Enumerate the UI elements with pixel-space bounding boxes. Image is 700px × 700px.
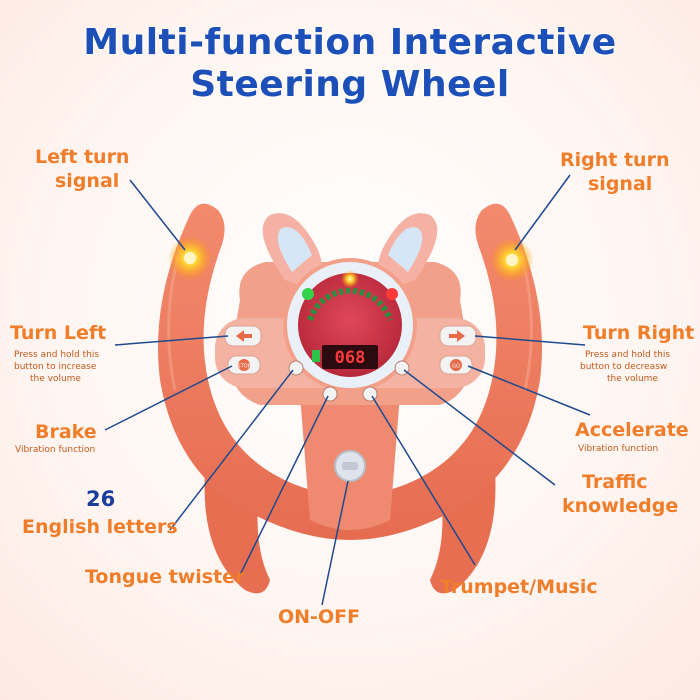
- turn-right-note-line3: the volume: [607, 374, 658, 384]
- page-title-line2: Steering Wheel: [190, 64, 510, 105]
- svg-text:GO: GO: [452, 364, 460, 370]
- traffic-knowledge-label-line2: knowledge: [562, 495, 679, 517]
- tongue-twister-label: Tongue twister: [85, 566, 245, 588]
- turn-right-note-line1: Press and hold this: [585, 350, 671, 360]
- accelerate-note: Vibration function: [578, 444, 659, 454]
- turn-left-note-line2: button to increase: [14, 362, 97, 372]
- accelerate-label: Accelerate: [575, 419, 689, 441]
- display-value: 068: [335, 348, 366, 368]
- turn-right-note-line2: button to decreasw: [580, 362, 668, 372]
- green-indicator-light: [302, 288, 314, 300]
- turn-left-note-line1: Press and hold this: [14, 350, 100, 360]
- brake-note: Vibration function: [15, 445, 96, 455]
- brake-stop-button[interactable]: STOP: [227, 355, 261, 375]
- center-indicator-light: [341, 270, 359, 288]
- turn-left-note-line3: the volume: [30, 374, 81, 384]
- svg-text:STOP: STOP: [237, 364, 250, 370]
- traffic-knowledge-label-line1: Traffic: [582, 471, 648, 493]
- letters-count: 26: [86, 487, 116, 511]
- accelerate-go-button[interactable]: GO: [439, 355, 473, 375]
- turn-right-label: Turn Right: [583, 322, 695, 344]
- left-turn-signal-label-line2: signal: [55, 170, 120, 192]
- trumpet-music-button[interactable]: [362, 386, 378, 402]
- bunny-ears: [262, 213, 438, 290]
- turn-left-label: Turn Left: [10, 322, 107, 344]
- page-title-line1: Multi-function Interactive: [83, 22, 617, 63]
- red-indicator-light: [386, 288, 398, 300]
- brake-label: Brake: [35, 421, 97, 443]
- on-off-label: ON-OFF: [278, 606, 361, 628]
- tongue-twister-button[interactable]: [322, 386, 338, 402]
- turn-right-button[interactable]: [439, 325, 477, 347]
- right-turn-signal-label-line2: signal: [588, 173, 653, 195]
- english-letters-label: English letters: [22, 516, 178, 538]
- digital-display: [322, 345, 378, 369]
- speedometer-dial: 068: [283, 258, 417, 392]
- right-turn-signal-label-line1: Right turn: [560, 149, 670, 171]
- trumpet-music-label: Trumpet/Music: [440, 576, 598, 598]
- left-turn-signal-label-line1: Left turn: [35, 146, 130, 168]
- turn-left-button[interactable]: [224, 325, 262, 347]
- leader-lines: [104, 174, 591, 606]
